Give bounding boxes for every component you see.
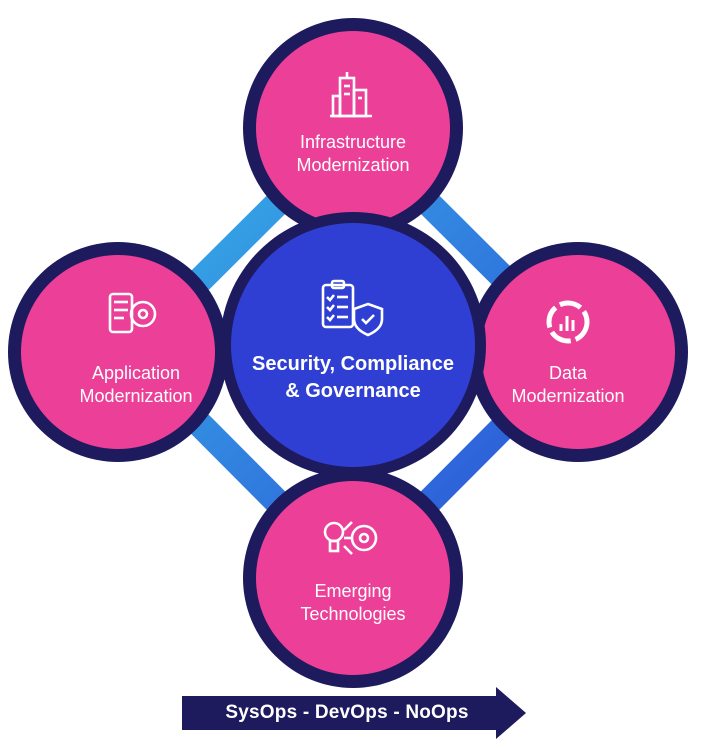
center-line2: & Governance [285,380,421,402]
node-data [468,242,688,462]
buildings-icon [330,72,372,118]
node-center [220,212,486,478]
checklist-shield-icon [321,279,384,337]
application-line1: Application [91,363,181,383]
data-line2: Modernization [511,386,625,407]
infrastructure-label: Infrastructure Modernization [263,131,443,178]
ops-arrow [182,687,526,739]
ops-arrow-label: SysOps - DevOps - NoOps [225,702,469,723]
data-line1: Data [548,363,588,383]
emerging-label: Emerging Technologies [263,580,443,627]
application-label: Application Modernization [46,362,226,409]
app-gear-icon [108,292,157,334]
node-application [8,242,228,462]
emerging-line2: Technologies [300,604,406,625]
center-line1: Security, Compliance [252,353,454,375]
infrastructure-line1: Infrastructure [299,132,407,152]
node-emerging [243,468,463,688]
application-line2: Modernization [79,386,193,407]
node-infrastructure [243,18,463,238]
data-label: Data Modernization [478,362,658,409]
infrastructure-line2: Modernization [296,155,410,176]
emerging-line1: Emerging [314,581,392,601]
donut-chart-icon [546,300,590,344]
bulb-gear-icon [323,521,378,555]
center-label: Security, Compliance & Governance [233,351,473,405]
